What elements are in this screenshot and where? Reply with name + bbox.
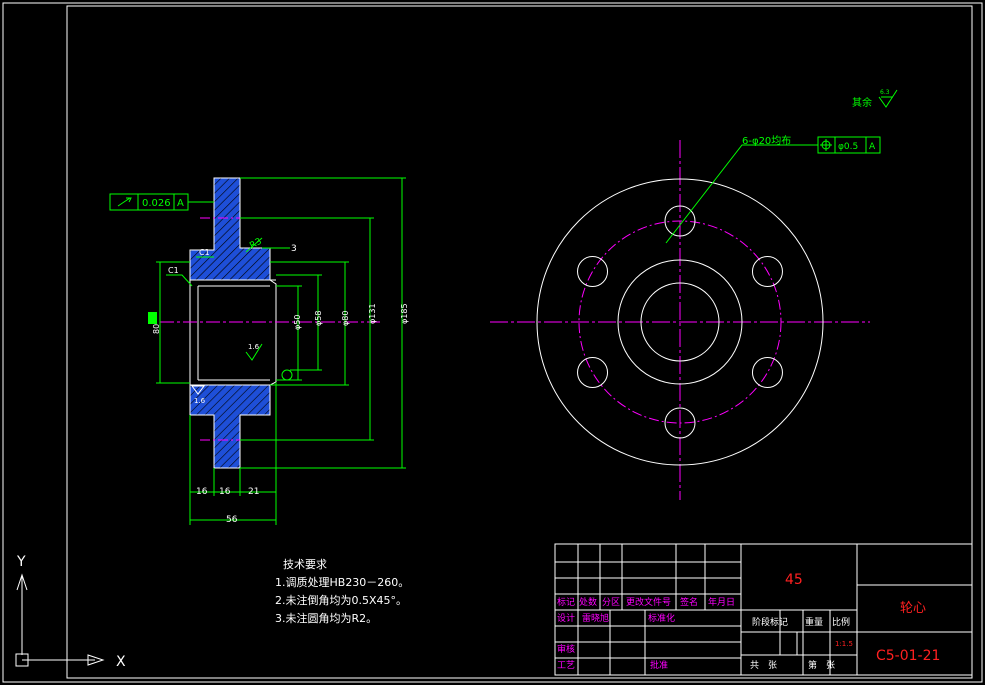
label-review: 审核 [557, 643, 575, 655]
length-dimensions [189, 382, 277, 525]
section-view[interactable]: 0.026 A C1 C1 R3 3 80 [109, 177, 409, 525]
label-scale: 比例 [832, 616, 850, 628]
roughness-inner: 1.6 [245, 343, 263, 361]
svg-text:φ0.5: φ0.5 [838, 142, 858, 152]
table-header-cell: 标记 [557, 596, 575, 608]
roughness-value: 6.3 [880, 89, 890, 96]
title-block[interactable]: 45 轮心 C5-01-21 1:1.5 标记处数分区更改文件号签名年月日 设计… [554, 543, 973, 676]
svg-text:1.6: 1.6 [194, 397, 206, 405]
ucs-y-label: Y [16, 554, 26, 570]
label-approve: 批准 [650, 659, 668, 671]
material: 45 [785, 572, 803, 588]
roughness-symbol-general: 其余 6.3 [852, 89, 898, 109]
position-tolerance-frame: φ0.5 A [790, 136, 881, 154]
table-header-cell: 分区 [602, 597, 620, 608]
datum-marker [281, 369, 293, 381]
table-header-cell: 处数 [579, 596, 597, 608]
hatch-flange-bottom [190, 385, 270, 468]
runout-tolerance-frame: 0.026 A [109, 193, 214, 211]
runout-icon [117, 197, 132, 207]
svg-text:1.6: 1.6 [248, 343, 260, 351]
bolt-hole [751, 256, 783, 287]
hub-circle-d80 [617, 259, 743, 385]
note-item-1: 1.调质处理HB230－260。 [275, 576, 410, 589]
table-header-cell: 年月日 [708, 596, 735, 608]
svg-text:A: A [869, 142, 876, 152]
holes-note: 6-φ20均布 [742, 135, 791, 147]
bolt-hole [664, 205, 696, 237]
dim-bore-length: 80 [152, 324, 161, 334]
bolt-hole [751, 357, 783, 388]
technical-requirements: 技术要求 1.调质处理HB230－260。 2.未注倒角均为0.5X45°。 3… [275, 556, 409, 628]
drawing-number: C5-01-21 [876, 648, 940, 664]
inner-frame [66, 5, 973, 679]
table-header-cell: 更改文件号 [626, 596, 671, 608]
bolt-holes [577, 205, 783, 439]
label-design: 设计 [557, 612, 575, 624]
dim-d50: φ50 [293, 315, 302, 330]
note-item-2: 2.未注倒角均为0.5X45°。 [275, 594, 408, 607]
outer-circle-d185 [536, 178, 824, 466]
chamfer-c1-top: C1 [199, 248, 210, 257]
groove-width: 3 [291, 244, 297, 254]
dim-d185: φ185 [400, 303, 409, 324]
bolt-hole [577, 357, 609, 388]
diameter-dimensions [240, 177, 406, 469]
chamfer-c1-left: C1 [168, 266, 179, 275]
svg-text:0.026: 0.026 [142, 198, 171, 209]
sheets-total: 共 张 [750, 660, 777, 671]
label-stage: 阶段标记 [752, 616, 788, 628]
dim-d80: φ80 [341, 311, 350, 326]
label-standardization: 标准化 [648, 612, 675, 624]
notes-title: 技术要求 [283, 558, 327, 571]
dim-d58: φ58 [314, 311, 323, 326]
dim-len-56: 56 [226, 515, 238, 525]
ucs-x-label: X [116, 654, 126, 670]
roughness-bottom: 1.6 [191, 385, 206, 405]
designer-name: 雷晓旭 [582, 612, 609, 624]
selection-grip[interactable] [148, 312, 157, 324]
dim-len-16b: 16 [219, 487, 231, 497]
label-weight: 重量 [805, 616, 823, 628]
bolt-hole [577, 256, 609, 287]
bolt-hole [664, 407, 696, 439]
svg-text:A: A [177, 198, 184, 209]
front-view[interactable]: 6-φ20均布 φ0.5 A [490, 135, 881, 500]
note-item-3: 3.未注圆角均为R2。 [275, 612, 378, 625]
label-process: 工艺 [557, 660, 575, 671]
hatch-flange-top [190, 178, 270, 280]
position-icon [820, 139, 832, 151]
dim-len-21: 21 [248, 487, 259, 497]
roughness-label: 其余 [852, 96, 872, 109]
dim-len-16a: 16 [196, 487, 208, 497]
table-header-cell: 签名 [680, 596, 698, 608]
part-name: 轮心 [900, 601, 926, 616]
pitch-circle-d131 [578, 220, 782, 424]
ucs-icon [15, 573, 105, 667]
sheet-number: 第 张 [808, 659, 835, 671]
bore-circle-d50 [640, 282, 720, 362]
dim-d131: φ131 [368, 303, 377, 324]
scale-value: 1:1.5 [835, 640, 853, 648]
